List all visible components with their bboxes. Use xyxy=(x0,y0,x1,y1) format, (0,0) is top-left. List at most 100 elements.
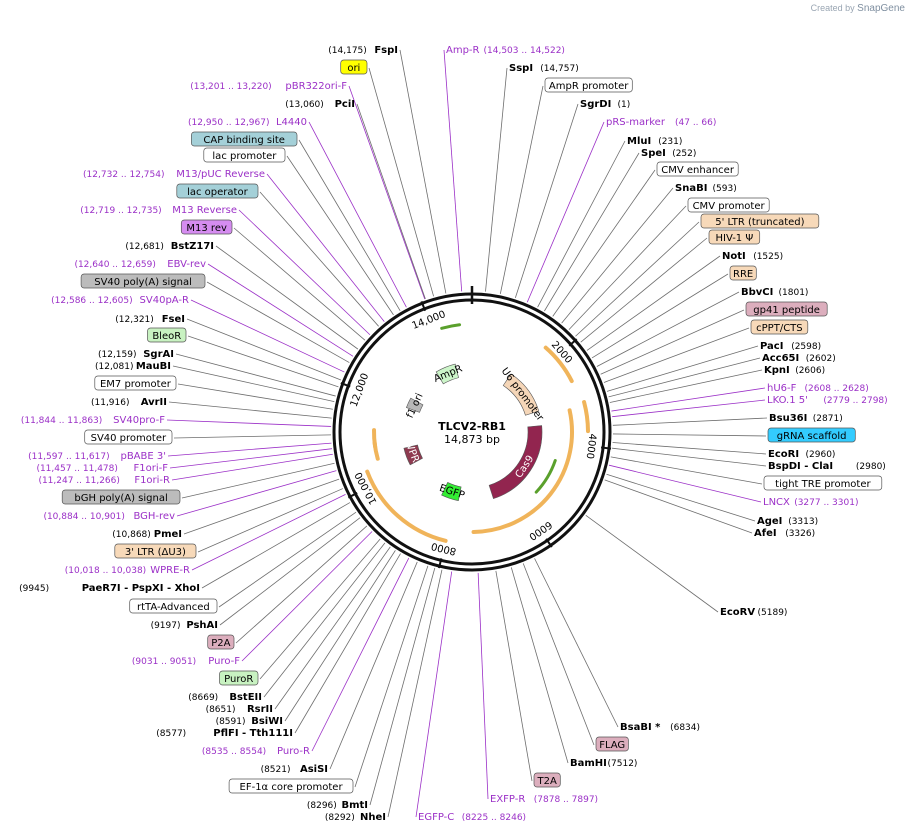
leader-m13-puc-reverse xyxy=(266,173,385,322)
position-bmti: (8296) xyxy=(307,801,337,811)
leader-pshai xyxy=(219,517,361,626)
leader-sspi xyxy=(485,67,508,292)
leader-bgh-rev xyxy=(176,470,337,517)
feature-name-bgh-poly-a-signal: bGH poly(A) signal xyxy=(74,493,167,504)
leader-sgrai xyxy=(175,353,336,397)
leader-ampr-promoter xyxy=(499,85,544,294)
leader-fspi xyxy=(399,49,447,294)
position-sgrai: (12,159) xyxy=(98,350,137,360)
position-sv40pro-f: (11,844 .. 11,863) xyxy=(21,416,102,426)
primer-exfp-r: EXFP-R xyxy=(490,794,525,805)
feature-label-u6-promoter: U6 promoter xyxy=(499,366,546,424)
label-box-cap-binding-site xyxy=(191,131,298,147)
position-puro-r: (8535 .. 8554) xyxy=(202,747,266,757)
position-nhei: (8292) xyxy=(325,813,355,823)
position-amp-r: (14,503 .. 14,522) xyxy=(484,46,565,56)
feature-name-ef-1-core-promoter: EF-1α core promoter xyxy=(240,782,344,793)
leader-ori xyxy=(368,67,434,297)
enzyme-avrii: AvrII xyxy=(141,397,167,408)
leader-grna-scaffold xyxy=(612,433,767,437)
feature-wpre xyxy=(403,444,423,466)
feature-name-puror: PuroR xyxy=(224,674,253,685)
tick-mark xyxy=(568,338,578,347)
leader-bmti xyxy=(369,567,436,806)
leader-rre xyxy=(591,273,729,359)
position-prs-marker: (47 .. 66) xyxy=(675,118,716,128)
leader-tight-tre-promoter xyxy=(610,456,763,485)
label-box-cmv-enhancer xyxy=(656,161,739,177)
position-m13-puc-reverse: (12,732 .. 12,754) xyxy=(83,170,164,180)
primer-wpre-r: WPRE-R xyxy=(150,565,190,576)
enzyme-snabi: SnaBI xyxy=(675,183,707,194)
label-box-ampr-promoter xyxy=(544,77,633,93)
position-ecorv: (5189) xyxy=(758,608,788,618)
primer-m13-reverse: M13 Reverse xyxy=(172,205,237,216)
leader-rtta-advanced xyxy=(218,511,357,608)
plasmid-name: TLCV2-RB1 xyxy=(438,420,506,433)
enzyme-spei: SpeI xyxy=(641,148,666,159)
enzyme-sgrai: SgrAI xyxy=(143,349,174,360)
position-pbr322ori-f: (13,201 .. 13,220) xyxy=(190,82,271,92)
primer-amp-r: Amp-R xyxy=(446,45,480,56)
feature-f1-ori xyxy=(406,397,424,413)
feature-name-lac-promoter: lac promoter xyxy=(212,151,277,162)
leader-kpni xyxy=(609,369,763,403)
tick-mark xyxy=(420,301,427,312)
tick-mark xyxy=(438,558,443,569)
position-bbvci: (1801) xyxy=(779,288,809,298)
enzyme-sgrdi: SgrDI xyxy=(580,99,611,110)
enzyme-mlui: MluI xyxy=(627,136,651,147)
feature-arc xyxy=(372,428,378,449)
leader-bsiwi xyxy=(284,550,396,722)
feature-ampr xyxy=(435,363,459,385)
leader-sv40pa-r xyxy=(190,299,345,373)
feature-name-3-ltr-u3: 3' LTR (ΔU3) xyxy=(125,547,186,558)
position-agei: (3313) xyxy=(788,517,818,527)
primer-lko-1-5: LKO.1 5' xyxy=(767,395,808,406)
leader-f1ori-f xyxy=(169,448,333,469)
primer-lncx: LNCX xyxy=(763,497,790,508)
leader-lac-promoter xyxy=(286,155,394,316)
feature-name-sv40-poly-a-signal: SV40 poly(A) signal xyxy=(94,277,192,288)
enzyme-ecorv: EcoRV xyxy=(720,607,755,618)
feature-name-ampr-promoter: AmpR promoter xyxy=(549,81,629,92)
feature-name-hiv-1: HIV-1 Ψ xyxy=(715,233,753,244)
enzyme-sspi: SspI xyxy=(509,63,533,74)
label-box-puror xyxy=(219,670,259,686)
primer-ebv-rev: EBV-rev xyxy=(167,259,206,270)
position-paer7i-pspxi-xhoi: (9945) xyxy=(19,584,49,594)
label-box-sv40-poly-a-signal xyxy=(80,273,206,289)
enzyme-pmei: PmeI xyxy=(154,529,182,540)
leader-avrii xyxy=(168,401,332,419)
position-acc65i: (2602) xyxy=(806,354,836,364)
position-bsteii: (8669) xyxy=(188,693,218,703)
leader-mlui xyxy=(537,140,626,308)
leader-amp-r xyxy=(443,49,463,292)
label-box-rtta-advanced xyxy=(129,598,218,614)
leader-snabi xyxy=(561,187,674,324)
leader-rsrii xyxy=(274,546,391,710)
position-bgh-rev: (10,884 .. 10,901) xyxy=(43,512,124,522)
leader-agei xyxy=(606,473,756,522)
leader-lines xyxy=(166,49,768,818)
label-box-flag xyxy=(595,736,629,752)
leader-p2a xyxy=(235,525,368,644)
position-afei: (3326) xyxy=(785,529,815,539)
enzyme-bbvci: BbvCI xyxy=(741,287,773,298)
position-snabi: (593) xyxy=(713,184,737,194)
label-box-3-ltr-u3 xyxy=(114,543,197,559)
primer-puro-f: Puro-F xyxy=(208,656,240,667)
leader-pmei xyxy=(183,478,340,535)
enzyme-fspi: FspI xyxy=(374,45,398,56)
label-box-tight-tre-promoter xyxy=(763,475,883,491)
position-fspi: (14,175) xyxy=(328,46,367,56)
leader-asisi xyxy=(329,561,418,770)
primer-f1ori-f: F1ori-F xyxy=(134,463,169,474)
enzyme-bspdi-clai: BspDI - ClaI xyxy=(768,461,833,472)
primer-hu6-f: hU6-F xyxy=(767,383,797,394)
position-wpre-r: (10,018 .. 10,038) xyxy=(65,566,146,576)
leader-ebv-rev xyxy=(207,263,354,357)
leader-bgh-poly-a-signal xyxy=(181,462,335,499)
label-box-sv40-promoter xyxy=(84,429,173,445)
position-bsu36i: (2871) xyxy=(813,414,843,424)
